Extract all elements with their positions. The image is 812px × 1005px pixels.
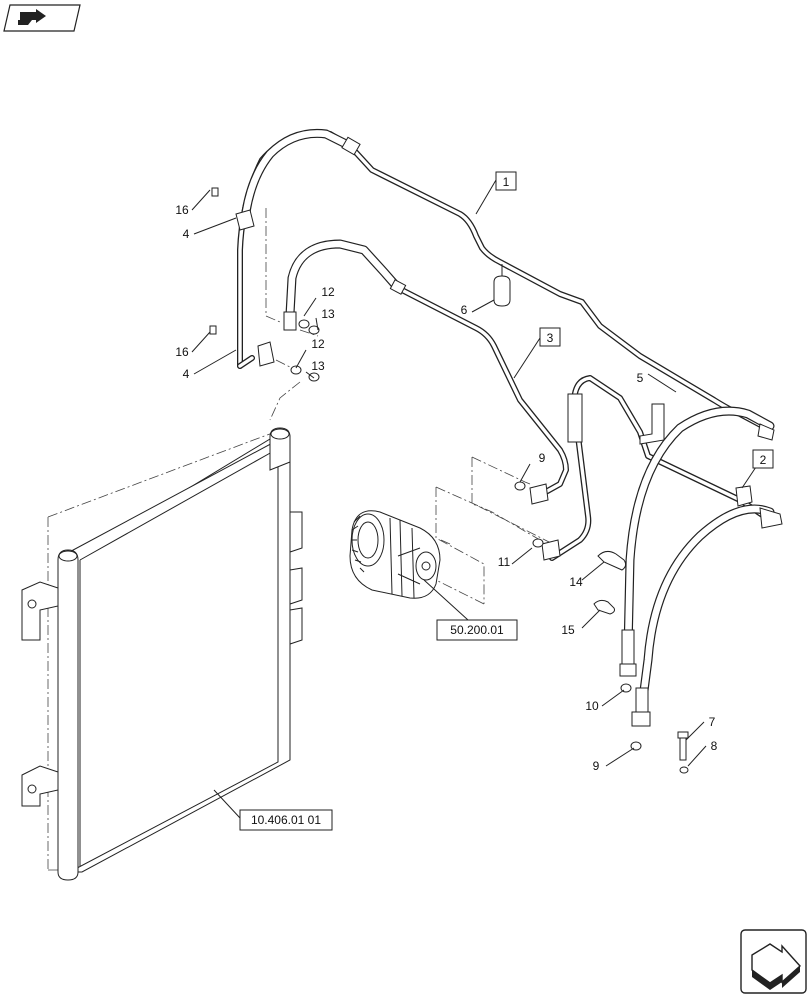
callout-8[interactable]: 8: [711, 739, 718, 753]
callout-11[interactable]: 11: [498, 555, 511, 569]
compressor: [349, 510, 441, 599]
next-page-arrow-icon[interactable]: [740, 929, 807, 994]
small-parts: [209, 187, 689, 774]
ref-compressor-label: 50.200.01: [450, 623, 504, 637]
callout-10[interactable]: 10: [585, 699, 599, 713]
ref-compressor[interactable]: 50.200.01: [436, 619, 518, 641]
callout-label: 3: [547, 331, 554, 345]
callout-12a[interactable]: 12: [321, 285, 335, 299]
boxed-callout-2[interactable]: 2: [752, 449, 774, 469]
callout-16a[interactable]: 16: [175, 203, 189, 217]
callout-numbers: 16 4 16 4 12 13 12 13 6 5 9 11 14 15 10 …: [175, 203, 717, 773]
pipe-2: [541, 375, 783, 727]
boxed-callout-3[interactable]: 3: [539, 327, 561, 347]
connection-guides: [265, 208, 556, 605]
callout-14[interactable]: 14: [569, 575, 583, 589]
ref-condenser[interactable]: 10.406.01 01: [239, 809, 333, 831]
callout-label: 2: [760, 453, 767, 467]
callout-4a[interactable]: 4: [183, 227, 190, 241]
pipe-1: [237, 128, 773, 433]
callout-9b[interactable]: 9: [593, 759, 600, 773]
callout-4b[interactable]: 4: [183, 367, 190, 381]
callout-label: 1: [503, 175, 510, 189]
book-arrow-icon[interactable]: [3, 4, 81, 32]
ref-condenser-label: 10.406.01 01: [251, 813, 321, 827]
pipe-3: [283, 239, 569, 505]
leader-lines: [191, 179, 759, 819]
callout-7[interactable]: 7: [709, 715, 716, 729]
callout-9a[interactable]: 9: [539, 451, 546, 465]
callout-13a[interactable]: 13: [321, 307, 335, 321]
condenser: [21, 427, 303, 881]
callout-13b[interactable]: 13: [311, 359, 325, 373]
callout-12b[interactable]: 12: [311, 337, 325, 351]
callout-5[interactable]: 5: [637, 371, 644, 385]
boxed-callout-1[interactable]: 1: [495, 171, 517, 191]
callout-16b[interactable]: 16: [175, 345, 189, 359]
callout-15[interactable]: 15: [561, 623, 575, 637]
callout-6[interactable]: 6: [461, 303, 468, 317]
